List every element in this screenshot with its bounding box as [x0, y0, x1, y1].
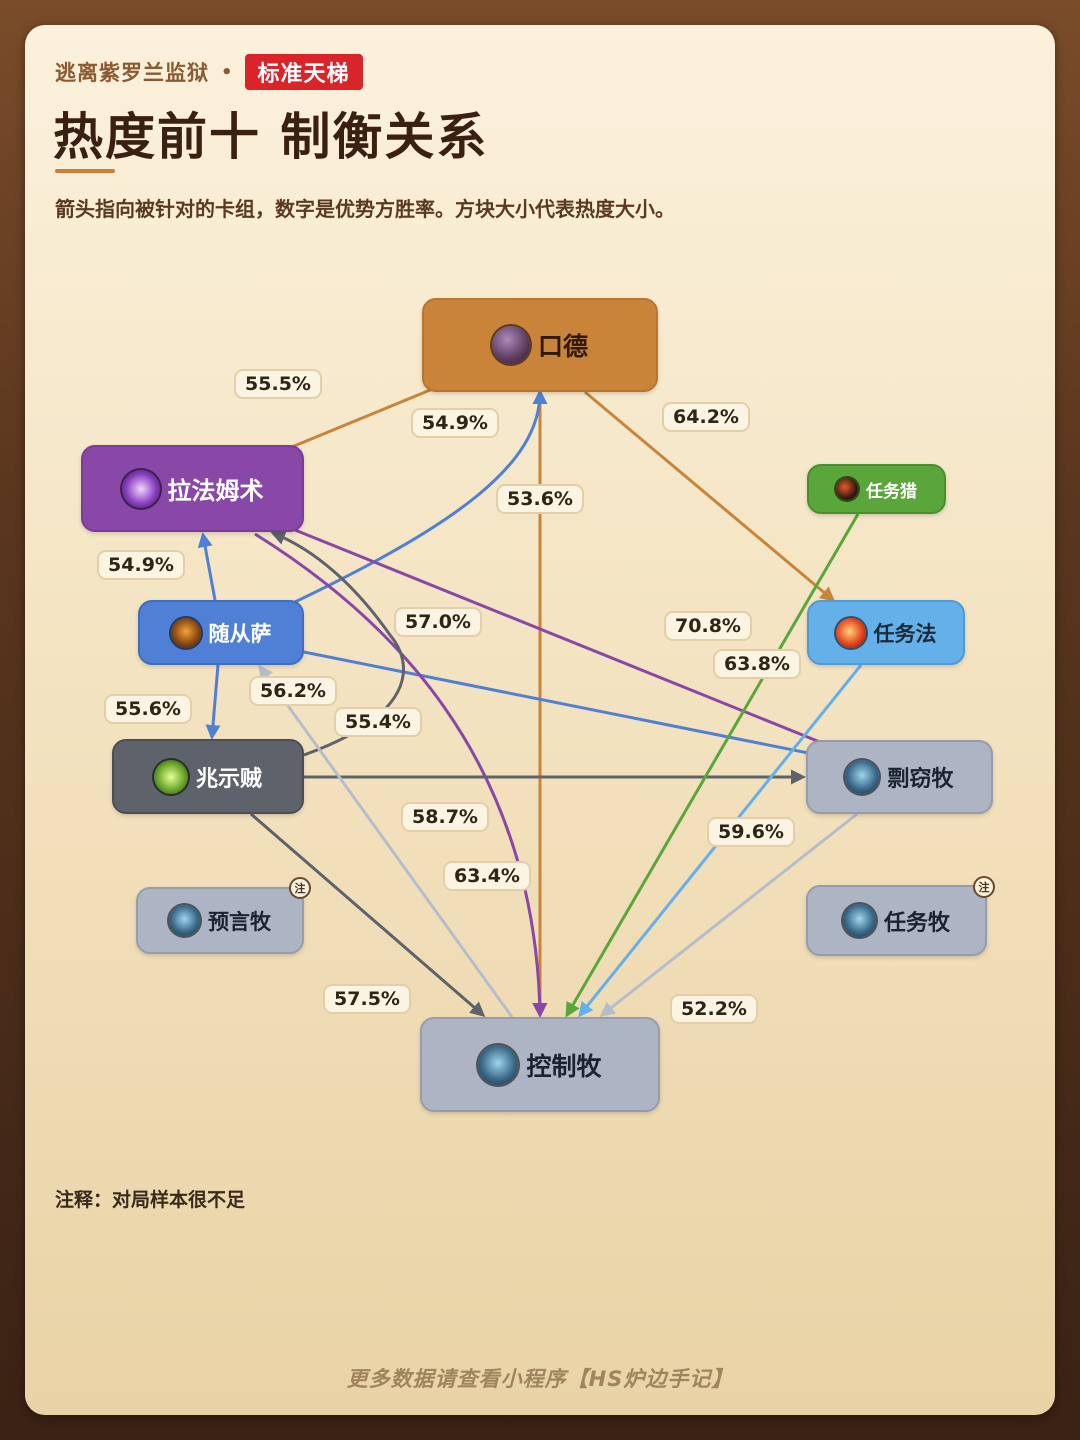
winrate-label: 58.7%	[401, 802, 489, 832]
note-marker: 注	[289, 877, 311, 899]
winrate-label: 57.0%	[394, 607, 482, 637]
node-label: 兆示贼	[195, 766, 262, 792]
node-renwumu: 任务牧	[806, 885, 987, 956]
node-label: 剽窃牧	[887, 767, 954, 792]
edge-kongzhimu-to-suicongsa	[258, 664, 514, 1018]
node-label: 控制牧	[526, 1051, 602, 1081]
winrate-label: 63.8%	[713, 649, 801, 679]
header-line: 逃离紫罗兰监狱 • 标准天梯	[55, 54, 363, 90]
priest-tome-icon	[845, 760, 880, 794]
node-renwufa: 任务法	[807, 600, 965, 665]
node-label: 任务法	[873, 621, 937, 646]
winrate-label: 52.2%	[670, 994, 758, 1024]
node-label: 拉法姆术	[167, 477, 264, 505]
node-lafa: 拉法姆术	[81, 445, 304, 532]
fireball-icon	[835, 617, 866, 648]
edge-koude-to-renwufa	[584, 390, 836, 602]
winrate-label: 54.9%	[411, 408, 499, 438]
node-poqiemu: 剽窃牧	[806, 740, 993, 814]
node-suicongsa: 随从萨	[138, 600, 304, 665]
separator-dot: •	[221, 61, 233, 83]
node-koude: 口德	[422, 298, 658, 392]
node-label: 口德	[537, 332, 588, 361]
priest-tome-icon	[169, 905, 200, 936]
footer-text: 更多数据请查看小程序【HS炉边手记】	[346, 1367, 734, 1391]
winrate-label: 70.8%	[664, 611, 752, 641]
node-label: 随从萨	[208, 621, 272, 646]
edge-suicongsa-to-poqiemu	[303, 650, 871, 770]
winrate-label: 55.6%	[104, 694, 192, 724]
page-title: 热度前十 制衡关系	[53, 108, 489, 166]
node-label: 任务猎	[866, 481, 917, 502]
purple-spark-icon	[121, 469, 160, 508]
edge-suicongsa-to-lafa	[197, 532, 217, 601]
mode-badge: 标准天梯	[244, 54, 363, 90]
node-kongzhimu: 控制牧	[420, 1017, 660, 1112]
winrate-label: 63.4%	[443, 861, 531, 891]
winrate-label: 55.5%	[234, 369, 322, 399]
node-yuyanmu: 预言牧	[136, 887, 304, 954]
node-zhaoshizei: 兆示贼	[112, 739, 304, 814]
node-renwulie: 任务猎	[807, 464, 946, 514]
totem-icon	[170, 617, 201, 648]
sample-note: 注释：对局样本很不足	[55, 1189, 246, 1211]
winrate-label: 64.2%	[662, 402, 750, 432]
dark-portrait-icon	[491, 326, 530, 364]
edge-suicongsa-to-koude	[294, 389, 548, 604]
title-underline	[55, 169, 115, 173]
winrate-label: 59.6%	[707, 817, 795, 847]
dark-flame-icon	[836, 478, 858, 500]
winrate-label: 57.5%	[323, 984, 411, 1014]
subtitle: 箭头指向被针对的卡组，数字是优势方胜率。方块大小代表热度大小。	[55, 197, 675, 221]
edge-zhaoshizei-to-kongzhimu	[250, 812, 486, 1017]
node-label: 预言牧	[208, 909, 271, 934]
edge-renwulie-to-kongzhimu	[565, 513, 860, 1018]
winrate-label: 56.2%	[249, 676, 337, 706]
infographic-card: 逃离紫罗兰监狱 • 标准天梯 热度前十 制衡关系 箭头指向被针对的卡组，数字是优…	[25, 25, 1055, 1415]
green-blade-icon	[153, 759, 188, 794]
priest-tome-icon	[842, 904, 876, 937]
edge-suicongsa-to-zhaoshizei	[205, 664, 221, 740]
winrate-label: 53.6%	[496, 484, 584, 514]
priest-tome-icon	[478, 1044, 519, 1085]
edge-lafa-to-kongzhimu	[254, 532, 548, 1018]
edge-poqiemu-to-kongzhimu	[599, 812, 858, 1017]
note-marker: 注	[973, 876, 995, 898]
edge-lafa-to-poqiemu	[294, 528, 850, 756]
season-name: 逃离紫罗兰监狱	[55, 61, 209, 85]
winrate-label: 55.4%	[334, 707, 422, 737]
winrate-label: 54.9%	[97, 550, 185, 580]
node-label: 任务牧	[883, 910, 950, 936]
